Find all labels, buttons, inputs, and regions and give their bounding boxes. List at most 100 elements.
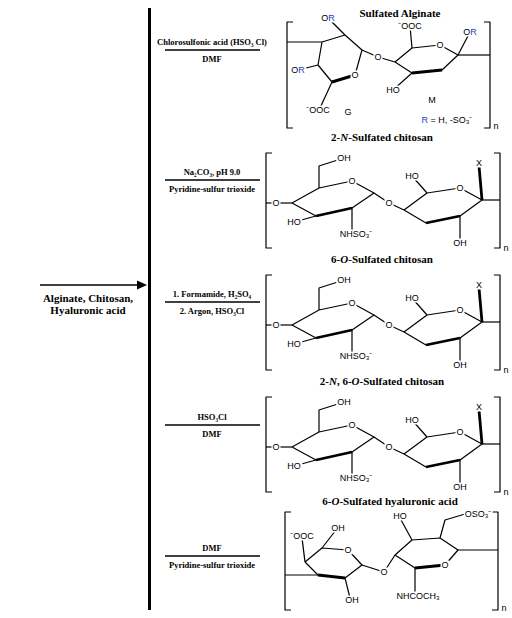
ring — [292, 425, 374, 460]
atom-label: M — [427, 96, 437, 105]
reagent-line — [165, 49, 260, 51]
reagent-text: DMF — [201, 543, 222, 553]
bracket — [494, 397, 500, 492]
bond-line — [458, 54, 490, 55]
atom-label: OH — [336, 398, 352, 407]
atom-label: O — [347, 177, 356, 186]
bold-bond — [426, 338, 460, 345]
atom-label: HO — [392, 512, 408, 521]
atom-label: n — [502, 488, 509, 497]
atom-label: OH — [330, 524, 346, 533]
product-title: 6-O-Sulfated hyaluronic acid — [320, 491, 460, 509]
atom-label: HO — [404, 416, 420, 425]
reagent-text: Chlorosulfonic acid (HSO₃ Cl) — [156, 37, 268, 47]
atom-label: OSO₃⁻ — [464, 510, 493, 519]
ring — [305, 548, 362, 578]
bond-line — [351, 208, 352, 232]
atom-label: HO — [404, 172, 420, 181]
bond-line — [319, 402, 344, 432]
atom-label: X — [475, 281, 483, 290]
atom-label: ⁻OOC — [289, 532, 315, 541]
ring — [318, 35, 362, 82]
ring-bold-edge — [412, 70, 442, 73]
bold-bond — [426, 460, 460, 467]
bold-bond — [479, 410, 482, 444]
reagent-text: HSO₃Cl — [197, 412, 228, 422]
atom-label: HO — [286, 462, 302, 471]
atom-label: OR — [462, 28, 478, 37]
atom-label: n — [500, 604, 507, 613]
bond-line — [374, 437, 404, 454]
bracket — [287, 22, 293, 128]
atom-label: OH — [344, 596, 360, 605]
atom-label: NHSO₃⁻ — [339, 474, 374, 483]
atom-label: OH — [336, 154, 352, 163]
atom-label: O — [373, 53, 382, 62]
bond-line — [287, 41, 322, 42]
bold-bond — [316, 208, 352, 216]
ring — [404, 188, 482, 223]
atom-label: O — [384, 199, 393, 208]
reagent-text: DMF — [201, 54, 222, 64]
bond-line — [319, 280, 344, 310]
title-text: 6-O-Sulfated chitosan — [329, 253, 435, 266]
bond-line — [482, 199, 500, 200]
atom-label: O — [455, 184, 464, 193]
bracket — [494, 153, 500, 248]
reagent-line — [165, 301, 260, 303]
bond-line — [482, 321, 500, 322]
ring-bold-edge — [318, 575, 345, 578]
atom-label: O — [455, 306, 464, 315]
bond-line — [374, 315, 404, 332]
reagent-text: Pyridine-sulfur trioxide — [168, 560, 256, 570]
reagent-text: DMF — [201, 429, 222, 439]
atom-label: X — [475, 159, 483, 168]
bold-bond — [316, 452, 352, 460]
atom-label: OH — [336, 276, 352, 285]
bracket — [484, 22, 490, 128]
product-title: Sulfated Alginate — [358, 3, 443, 21]
bond-line — [414, 568, 415, 592]
atom-label: ⁻OOC — [305, 106, 331, 115]
atom-label: R = H, -SO₃⁻ — [421, 116, 474, 125]
atom-label: ⁻OOC — [397, 22, 423, 31]
bond-line — [351, 452, 352, 476]
atom-label: O — [384, 321, 393, 330]
title-text: 2-N, 6-O-Sulfated chitosan — [318, 375, 446, 388]
title-text: 6-O-Sulfated hyaluronic acid — [320, 495, 460, 508]
reagent-line — [165, 179, 260, 181]
product-title: 2-N, 6-O-Sulfated chitosan — [318, 371, 446, 389]
title-text: 2-N-Sulfated chitosan — [329, 131, 435, 144]
bond-line — [374, 193, 404, 210]
reagent-text: Pyridine-sulfur trioxide — [168, 184, 256, 194]
reagent-line — [165, 424, 260, 426]
reagent-line — [165, 555, 260, 557]
atom-label: O — [350, 71, 359, 80]
atom-label: OH — [452, 361, 468, 370]
atom-label: n — [502, 244, 509, 253]
ring — [292, 303, 374, 338]
atom-label: O — [271, 443, 280, 452]
atom-label: HO — [385, 86, 401, 95]
bond-line — [400, 518, 412, 540]
bold-bond — [479, 288, 482, 322]
atom-label: O — [271, 321, 280, 330]
atom-label: n — [502, 366, 509, 375]
reagent-text: 1. Formamide, H₂SO₄ — [172, 289, 252, 299]
bond-line — [362, 50, 395, 62]
atom-label: O — [440, 561, 449, 570]
bond-line — [285, 574, 318, 575]
bond-line — [458, 549, 498, 550]
atom-label: n — [492, 122, 499, 131]
bond-line — [302, 538, 305, 562]
bold-bond — [426, 216, 460, 223]
atom-label: HO — [286, 218, 302, 227]
atom-label: O — [347, 299, 356, 308]
bond-line — [440, 514, 465, 538]
atom-label: NHSO₃⁻ — [339, 352, 374, 361]
atom-label: NHCOCH₃ — [395, 592, 440, 601]
atom-label: O — [435, 41, 444, 50]
arrow-head — [137, 281, 147, 290]
atom-label: HO — [404, 294, 420, 303]
